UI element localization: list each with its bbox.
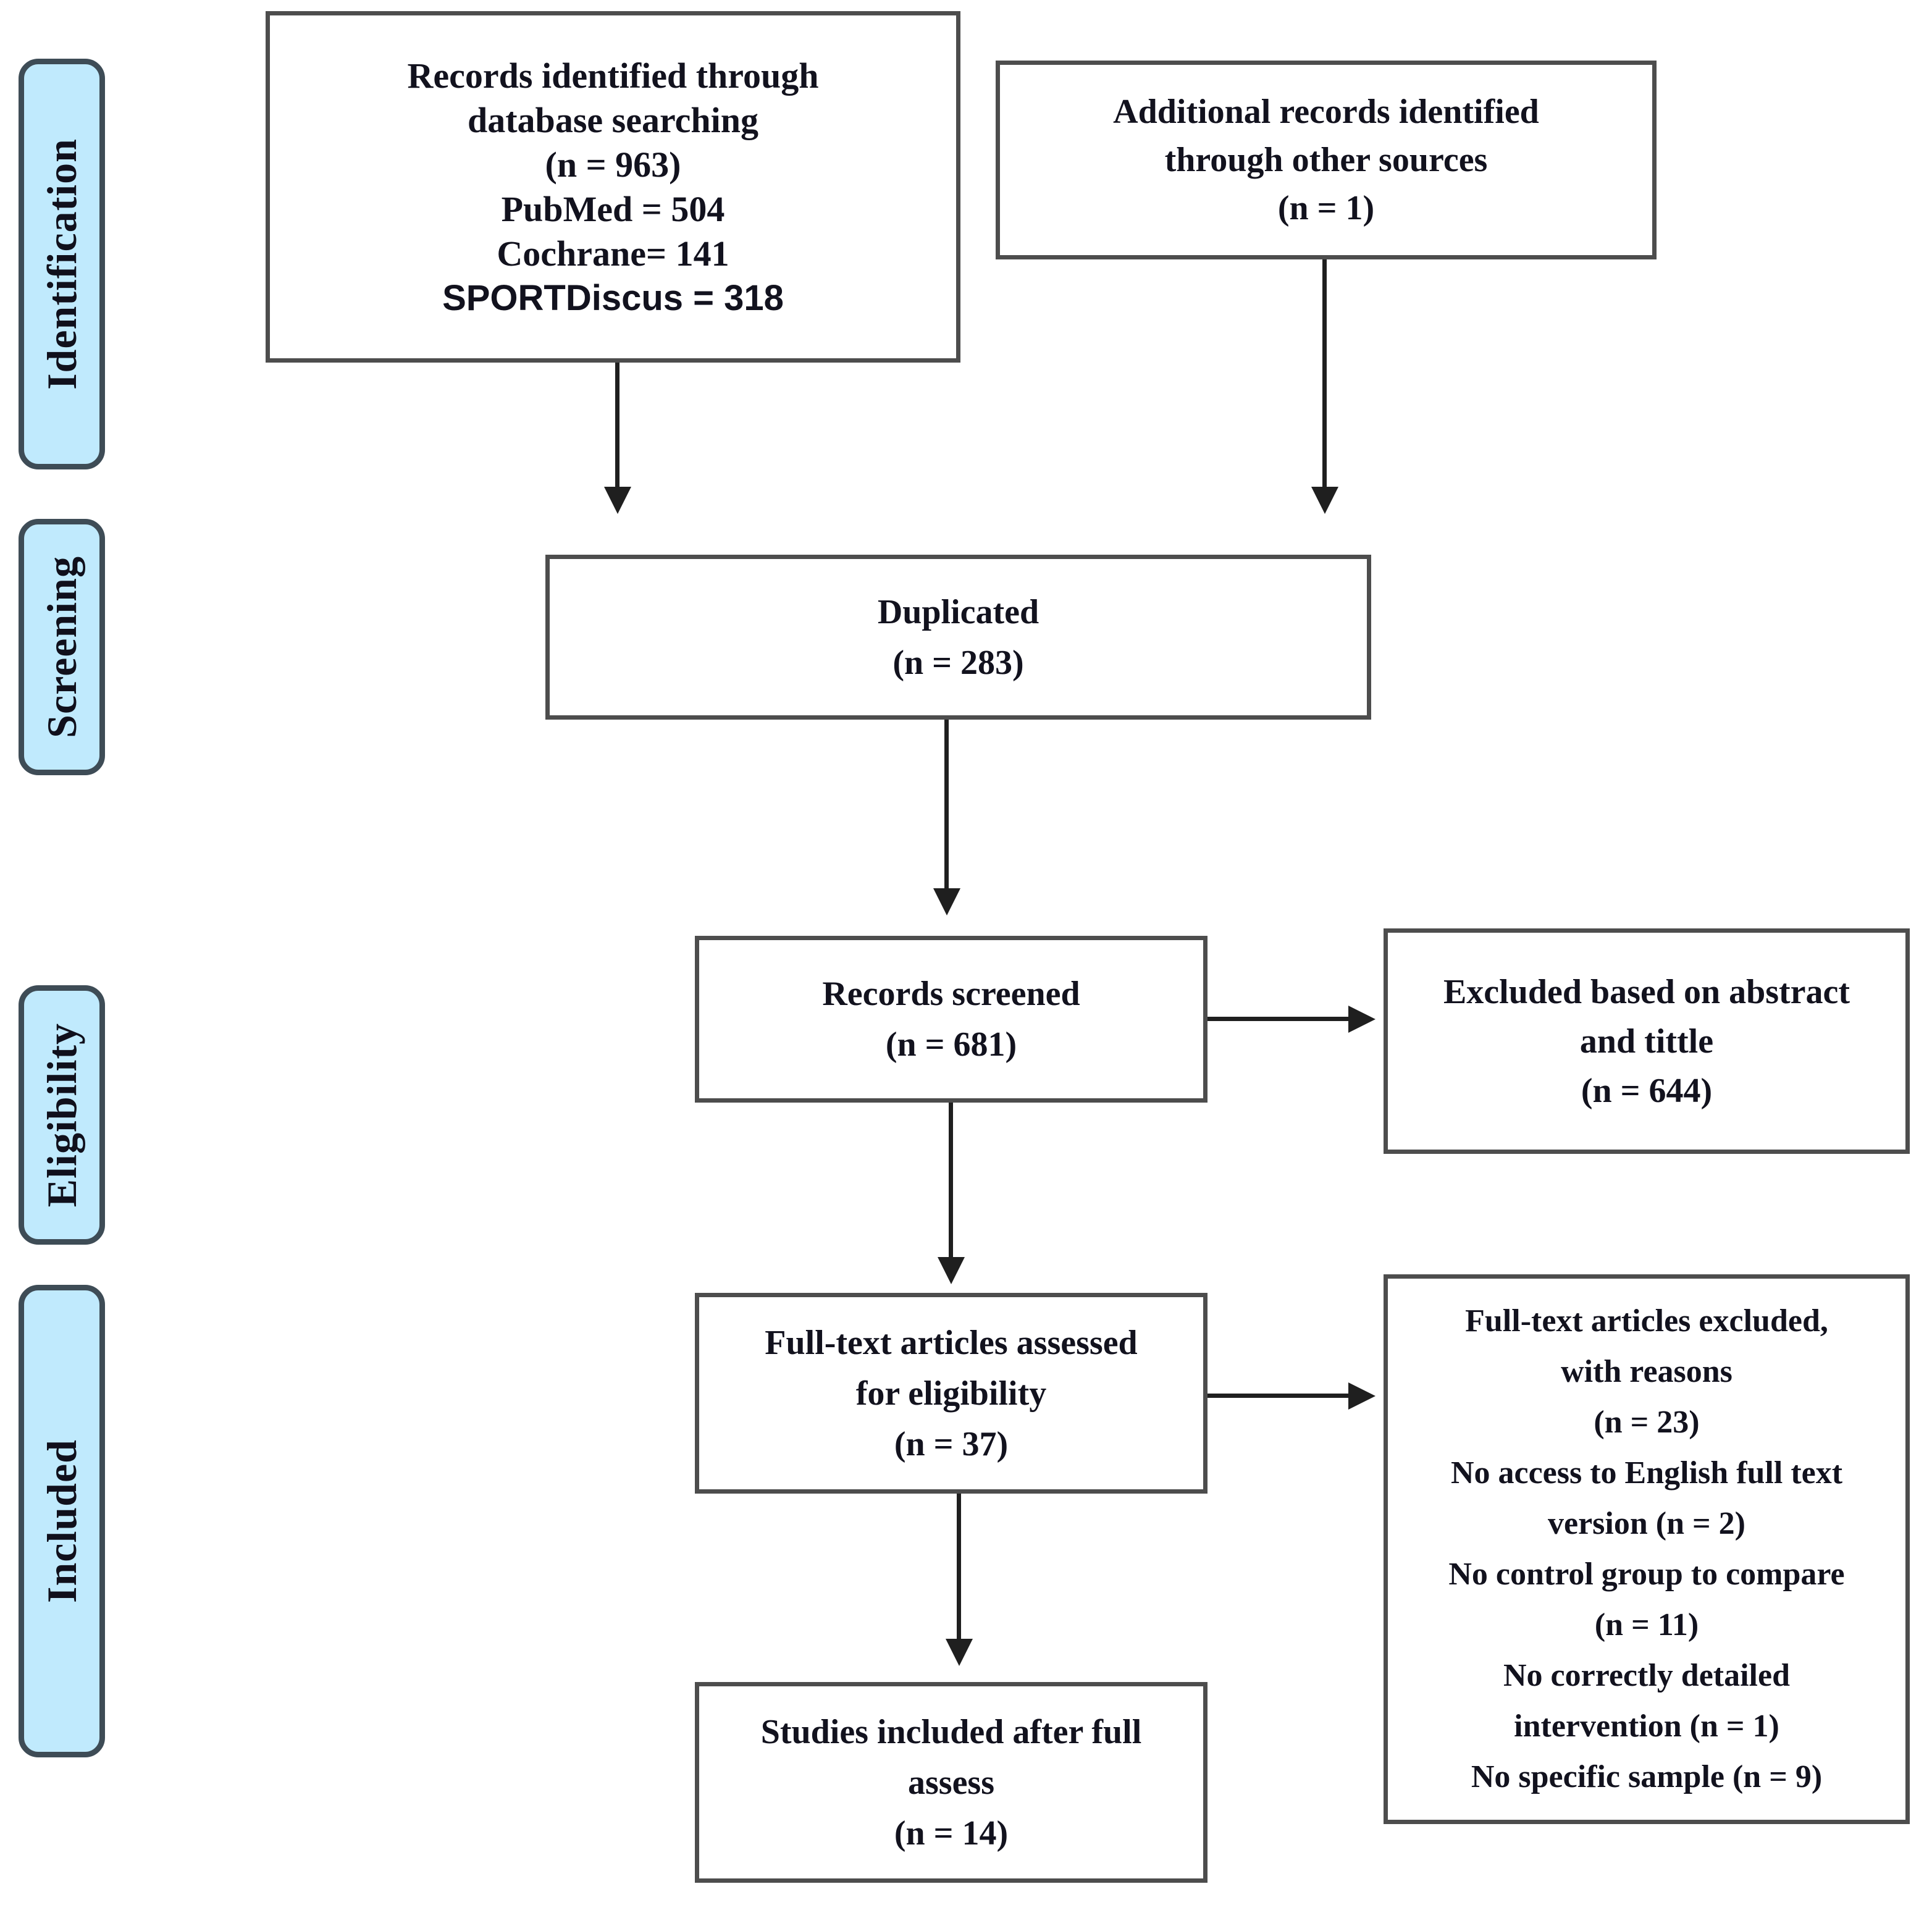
box-line: Records identified through [407,55,819,96]
box-line: No control group to compare [1448,1557,1845,1592]
arrow-fulltext-to-excluded-reasons [1208,1394,1350,1398]
arrowhead-down-icon [946,1639,973,1666]
box-line: (n = 681) [885,1025,1017,1064]
box-line: (n = 11) [1594,1607,1699,1642]
box-line: intervention (n = 1) [1514,1709,1779,1744]
box-line: Full-text articles excluded, [1465,1303,1828,1339]
box-line: through other sources [1164,141,1488,179]
box-line: (n = 14) [894,1814,1009,1852]
stage-identification: Identification [19,59,105,469]
box-line: for eligibility [855,1374,1047,1413]
arrow-records-screened-to-fulltext [949,1103,953,1258]
arrow-records-screened-to-excluded [1208,1017,1350,1021]
box-duplicated: Duplicated (n = 283) [545,555,1371,720]
box-records-identified: Records identified through database sear… [266,11,960,363]
box-line: (n = 963) [545,144,681,185]
box-line: Excluded based on abstract [1443,972,1850,1011]
box-line: Records screened [822,975,1080,1013]
box-line: (n = 283) [892,643,1024,682]
box-fulltext-assessed: Full-text articles assessed for eligibil… [695,1293,1208,1494]
box-line: Additional records identified [1113,93,1539,131]
box-line: Cochrane= 141 [497,233,729,274]
box-line: No access to English full text [1450,1455,1843,1491]
arrow-additional-records-to-duplicated [1322,259,1327,488]
box-line: database searching [467,99,759,140]
box-line: (n = 23) [1594,1405,1700,1440]
box-studies-included: Studies included after full assess (n = … [695,1682,1208,1883]
arrowhead-down-icon [1311,487,1338,514]
box-records-screened: Records screened (n = 681) [695,936,1208,1103]
box-line: and tittle [1579,1022,1714,1061]
arrow-records-identified-to-duplicated [615,363,620,488]
stage-label-included: Included [38,1439,85,1603]
box-line: Studies included after full [760,1712,1142,1751]
arrow-fulltext-to-studies-included [957,1494,961,1640]
box-line: Duplicated [877,592,1040,631]
box-additional-records: Additional records identified through ot… [996,61,1657,259]
box-line: (n = 1) [1277,189,1375,227]
box-line: PubMed = 504 [501,188,725,229]
stage-label-screening: Screening [38,556,85,738]
box-line: (n = 644) [1581,1071,1713,1110]
arrowhead-down-icon [933,888,960,915]
stage-label-eligibility: Eligibility [38,1022,85,1208]
stage-included: Included [19,1285,105,1757]
stage-screening: Screening [19,519,105,775]
box-line: No specific sample (n = 9) [1471,1759,1823,1794]
arrowhead-down-icon [604,487,631,514]
box-line: with reasons [1561,1354,1732,1389]
box-line: SPORTDiscus = 318 [442,277,784,318]
arrowhead-down-icon [938,1257,965,1284]
box-line: assess [907,1763,995,1802]
box-fulltext-excluded-reasons: Full-text articles excluded, with reason… [1384,1274,1910,1824]
arrowhead-right-icon [1348,1382,1376,1410]
box-line: (n = 37) [894,1424,1009,1463]
box-excluded-abstract-title: Excluded based on abstract and tittle (n… [1384,928,1910,1154]
stage-eligibility: Eligibility [19,985,105,1245]
arrow-duplicated-to-records-screened [944,720,949,889]
box-line: Full-text articles assessed [765,1323,1138,1362]
arrowhead-right-icon [1348,1006,1376,1033]
box-line: version (n = 2) [1548,1506,1745,1541]
stage-label-identification: Identification [38,138,85,390]
box-line: No correctly detailed [1503,1658,1790,1693]
